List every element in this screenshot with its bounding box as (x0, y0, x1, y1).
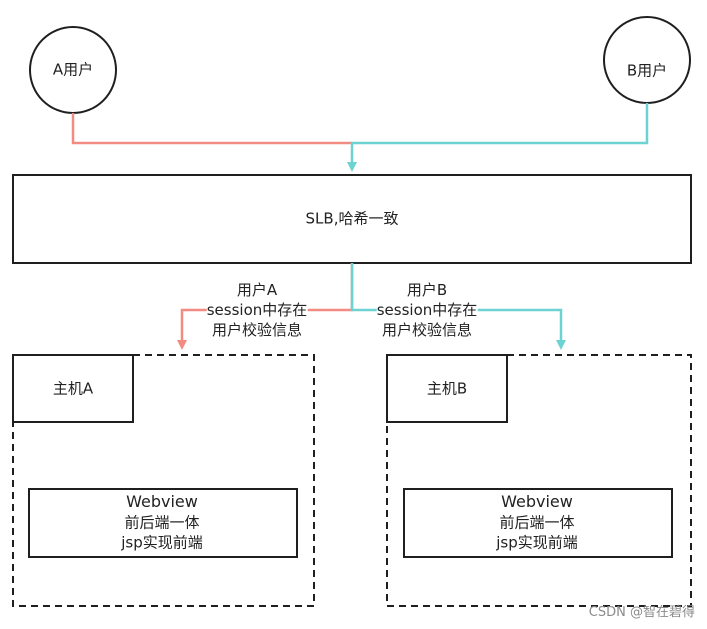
edge-label-line: session中存在 (206, 300, 308, 320)
edge-label-host-b: 用户B session中存在 用户校验信息 (376, 280, 478, 340)
host-a-webview-box (28, 488, 298, 558)
user-b-connector (347, 103, 649, 172)
edge-label-line: session中存在 (376, 300, 478, 320)
user-b-node (603, 16, 691, 104)
user-a-connector (71, 113, 352, 145)
edge-label-line: 用户校验信息 (206, 320, 308, 340)
watermark: CSDN @智在碧得 (588, 605, 695, 620)
webview-b-line1: 前后端一体 (499, 513, 575, 532)
user-b-label: B用户 (626, 61, 668, 80)
host-b-label-box (386, 354, 508, 423)
slb-label: SLB,哈希一致 (305, 209, 399, 228)
user-a-label: A用户 (52, 60, 94, 79)
webview-b-line2: jsp实现前端 (496, 533, 578, 552)
edge-label-line: 用户A (206, 280, 308, 300)
webview-a-line2: jsp实现前端 (121, 533, 203, 552)
host-a-container (12, 354, 315, 607)
host-a-label: 主机A (52, 379, 94, 398)
edge-label-line: 用户校验信息 (376, 320, 478, 340)
host-b-container (386, 354, 692, 607)
edge-label-host-a: 用户A session中存在 用户校验信息 (206, 280, 308, 340)
slb-node (12, 174, 692, 264)
host-b-webview-box (403, 488, 673, 558)
host-b-label: 主机B (426, 379, 468, 398)
webview-a-title: Webview (126, 492, 198, 511)
webview-b-title: Webview (501, 492, 573, 511)
webview-a-line1: 前后端一体 (124, 513, 200, 532)
host-a-label-box (12, 354, 134, 423)
edge-label-line: 用户B (376, 280, 478, 300)
